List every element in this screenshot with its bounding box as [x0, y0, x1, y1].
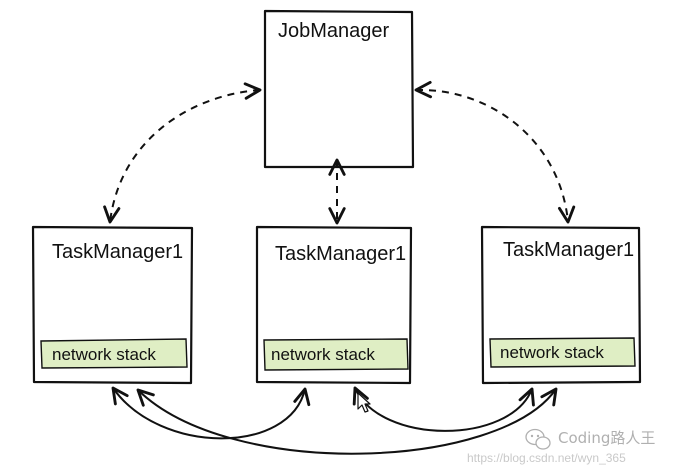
task-manager-label-3: TaskManager1 [503, 239, 634, 261]
task-manager-label-1: TaskManager1 [52, 241, 183, 263]
task-manager-node-2: TaskManager1 network stack [255, 225, 413, 385]
network-stack-label-1: network stack [52, 345, 156, 364]
mouse-cursor-icon [357, 392, 371, 413]
network-stack-3: network stack [489, 337, 636, 368]
dashed-connection-jm-tm1 [103, 82, 262, 224]
task-manager-label-2: TaskManager1 [275, 243, 406, 265]
data-link-tm2-tm3 [352, 386, 535, 432]
job-manager-label: JobManager [278, 20, 390, 42]
watermark-url: https://blog.csdn.net/wyn_365 [467, 451, 626, 465]
network-stack-1: network stack [40, 338, 188, 369]
wechat-icon [525, 428, 551, 450]
data-link-tm1-tm2 [111, 386, 311, 440]
dashed-connection-jm-tm3 [414, 80, 576, 224]
watermark-brand: Coding路人王 [558, 429, 655, 447]
task-manager-node-3: TaskManager1 network stack [480, 225, 642, 385]
network-stack-label-2: network stack [271, 345, 375, 364]
watermark: Coding路人王 https://blog.csdn.net/wyn_365 [467, 428, 655, 465]
network-stack-label-3: network stack [500, 343, 604, 362]
task-manager-node-1: TaskManager1 network stack [31, 225, 194, 385]
data-link-tm1-tm3 [136, 387, 558, 455]
job-manager-node: JobManager [263, 9, 415, 169]
network-stack-2: network stack [263, 338, 409, 371]
